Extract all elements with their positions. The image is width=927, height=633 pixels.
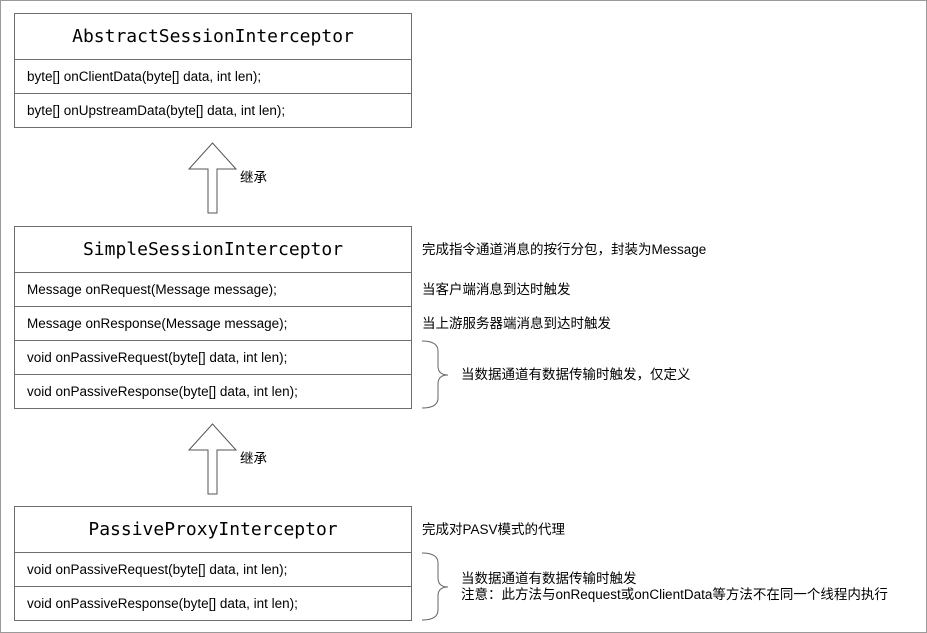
inheritance-label: 继承 bbox=[240, 170, 267, 185]
class-name: SimpleSessionInterceptor bbox=[15, 227, 411, 273]
class-name: PassiveProxyInterceptor bbox=[15, 507, 411, 553]
curly-brace-icon bbox=[421, 552, 449, 621]
method-row: Message onRequest(Message message); bbox=[15, 273, 411, 307]
method-row: void onPassiveResponse(byte[] data, int … bbox=[27, 384, 298, 399]
class-name: AbstractSessionInterceptor bbox=[15, 14, 411, 60]
class-simple-session-interceptor: SimpleSessionInterceptor Message onReque… bbox=[14, 226, 412, 409]
inheritance-arrow-up-icon bbox=[187, 142, 238, 214]
class-passive-proxy-interceptor: PassiveProxyInterceptor void onPassiveRe… bbox=[14, 506, 412, 621]
class-abstract-session-interceptor: AbstractSessionInterceptor byte[] onClie… bbox=[14, 13, 412, 128]
inheritance-label: 继承 bbox=[240, 451, 267, 466]
method-row: Message onResponse(Message message); bbox=[15, 307, 411, 341]
method-row: void onPassiveResponse(byte[] data, int … bbox=[27, 596, 298, 611]
note-simple-passive: 当数据通道有数据传输时触发，仅定义 bbox=[461, 367, 691, 382]
note-on-request: 当客户端消息到达时触发 bbox=[422, 282, 571, 297]
note-passive-class: 完成对PASV模式的代理 bbox=[422, 522, 566, 537]
inheritance-arrow-up-icon bbox=[187, 423, 238, 495]
curly-brace-icon bbox=[421, 340, 449, 409]
method-row: void onPassiveRequest(byte[] data, int l… bbox=[15, 553, 411, 587]
note-on-response: 当上游服务器端消息到达时触发 bbox=[422, 316, 611, 331]
method-row: byte[] onUpstreamData(byte[] data, int l… bbox=[27, 103, 286, 118]
note-passive-methods-line2: 注意：此方法与onRequest或onClientData等方法不在同一个线程内… bbox=[461, 587, 888, 602]
note-simple-class: 完成指令通道消息的按行分包，封装为Message bbox=[422, 242, 707, 257]
method-row: void onPassiveRequest(byte[] data, int l… bbox=[15, 341, 411, 375]
method-row: byte[] onClientData(byte[] data, int len… bbox=[15, 60, 411, 94]
note-passive-methods-line1: 当数据通道有数据传输时触发 bbox=[461, 571, 637, 586]
